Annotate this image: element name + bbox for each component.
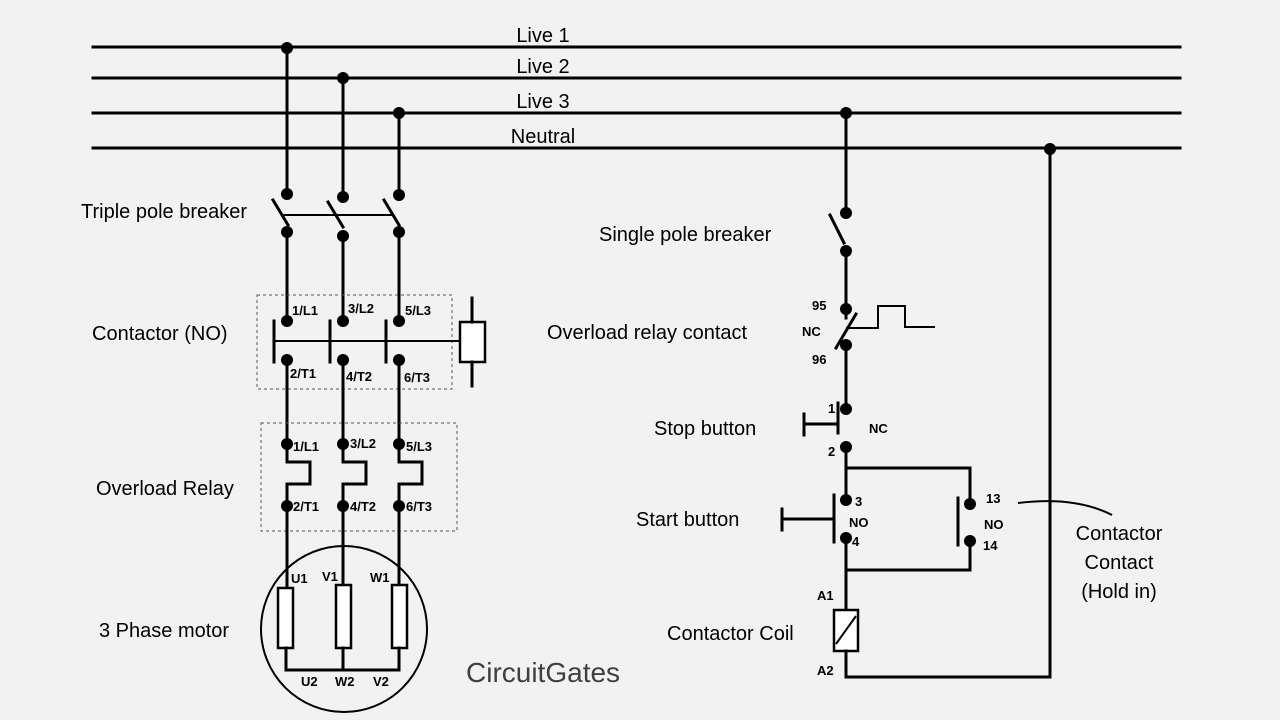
contactor-label: Contactor (NO) [92, 323, 228, 345]
hold-type: NO [984, 517, 1004, 532]
overload-terminal-5l3: 5/L3 [406, 439, 432, 454]
overload-relay [260, 422, 458, 532]
motor-terminal-w1: W1 [370, 570, 390, 585]
start-button [780, 493, 852, 544]
overload-terminal-1l1: 1/L1 [293, 439, 319, 454]
contactor-terminal-1l1: 1/L1 [292, 303, 318, 318]
hold-terminal-13: 13 [986, 491, 1000, 506]
contactor-terminal-5l3: 5/L3 [405, 303, 431, 318]
motor-terminal-v2: V2 [373, 674, 389, 689]
contactor-coil [832, 143, 1056, 679]
contactor-terminal-4t2: 4/T2 [346, 369, 372, 384]
motor-terminal-w2: W2 [335, 674, 355, 689]
motor-terminal-u1: U1 [291, 571, 308, 586]
single-pole-breaker [827, 207, 852, 257]
brand-watermark: CircuitGates [466, 657, 620, 688]
hold-terminal-14: 14 [983, 538, 998, 553]
live-2-label: Live 2 [516, 56, 569, 78]
live-1-label: Live 1 [516, 25, 569, 47]
three-phase-motor [260, 504, 428, 713]
contactor-terminal-6t3: 6/T3 [404, 370, 430, 385]
overload-terminal-6t3: 6/T3 [406, 499, 432, 514]
stop-type: NC [869, 421, 888, 436]
control-circuit: Single pole breaker 95 NC 96 Overload re… [547, 107, 1163, 679]
overload-relay-contact-label: Overload relay contact [547, 322, 748, 344]
overload-relay-label: Overload Relay [96, 478, 234, 500]
neutral-junction [1044, 143, 1056, 155]
contactor-terminal-2t1: 2/T1 [290, 366, 316, 381]
power-circuit: Triple pole breaker 1/L1 3/L2 5/L3 2/T1 … [81, 42, 487, 713]
motor-terminal-v1: V1 [322, 569, 338, 584]
ol-contact-terminal-96: 96 [812, 352, 826, 367]
overload-relay-contact [833, 303, 935, 351]
ol-contact-type: NC [802, 324, 821, 339]
contactor-coil-label: Contactor Coil [667, 623, 794, 645]
contactor-contact-label-line2: Contact [1085, 552, 1154, 574]
start-type: NO [849, 515, 869, 530]
coil-terminal-a2: A2 [817, 663, 834, 678]
overload-terminal-2t1: 2/T1 [293, 499, 319, 514]
motor-label: 3 Phase motor [99, 620, 229, 642]
overload-terminal-3l2: 3/L2 [350, 436, 376, 451]
stop-terminal-2: 2 [828, 444, 835, 459]
triple-pole-breaker-label: Triple pole breaker [81, 201, 247, 223]
coil-terminal-a1: A1 [817, 588, 834, 603]
start-terminal-4: 4 [852, 534, 860, 549]
bus-bars: Live 1 Live 2 Live 3 Neutral [91, 25, 1182, 150]
contactor-contact-label-line3: (Hold in) [1081, 581, 1157, 603]
neutral-label: Neutral [511, 126, 575, 148]
start-button-label: Start button [636, 509, 739, 531]
overload-terminal-4t2: 4/T2 [350, 499, 376, 514]
hold-in-pointer [1017, 500, 1113, 516]
triple-pole-breaker [270, 188, 405, 242]
live-3-label: Live 3 [516, 91, 569, 113]
stop-terminal-1: 1 [828, 401, 835, 416]
contactor-contact-label-line1: Contactor [1076, 523, 1163, 545]
ol-contact-terminal-95: 95 [812, 298, 826, 313]
stop-button-label: Stop button [654, 418, 756, 440]
single-pole-breaker-label: Single pole breaker [599, 224, 772, 246]
motor-terminal-u2: U2 [301, 674, 318, 689]
start-terminal-3: 3 [855, 494, 862, 509]
contactor-terminal-3l2: 3/L2 [348, 301, 374, 316]
